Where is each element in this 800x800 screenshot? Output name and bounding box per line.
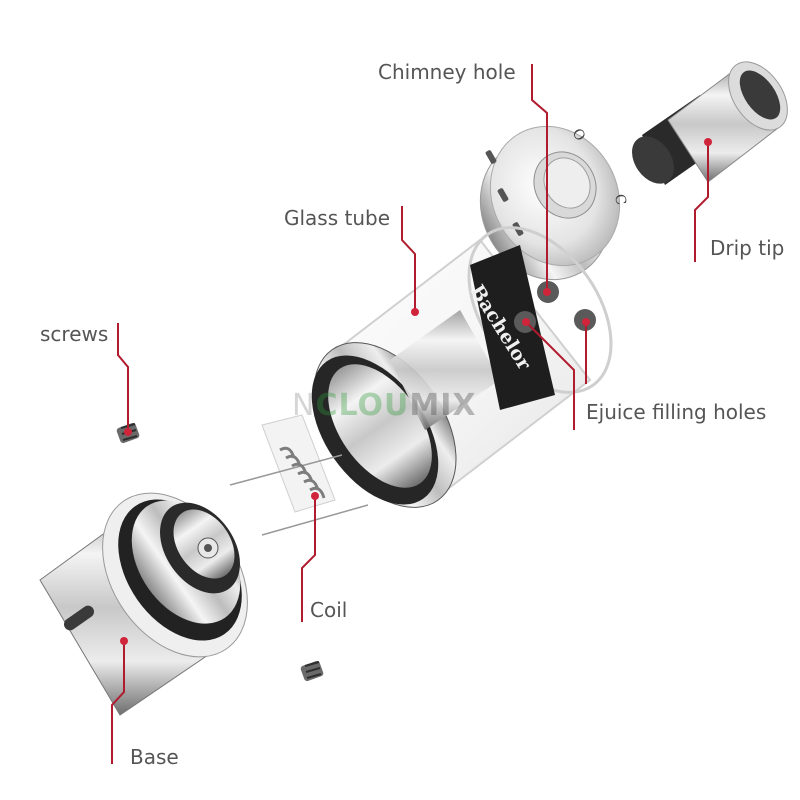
label-glass-tube: Glass tube <box>284 206 391 230</box>
base <box>39 492 248 716</box>
label-drip-tip: Drip tip <box>710 236 785 260</box>
pin-chimney-hole <box>543 288 551 296</box>
drip-tip <box>632 61 788 185</box>
watermark-part-a: CLOU <box>315 388 410 423</box>
label-chimney-hole: Chimney hole <box>378 60 516 84</box>
pin-drip-tip <box>704 138 712 146</box>
label-screws: screws <box>40 322 109 346</box>
leader-lines <box>111 64 709 764</box>
watermark-prefix: N <box>292 388 316 423</box>
airflow-slot <box>63 605 95 631</box>
label-ejuice-filling-holes: Ejuice filling holes <box>586 400 767 424</box>
pin-ejuice-hole-b <box>582 318 590 326</box>
label-base: Base <box>130 745 179 769</box>
pin-screws <box>124 428 132 436</box>
label-coil: Coil <box>310 598 348 622</box>
pin-base <box>120 637 128 645</box>
pin-coil <box>311 492 319 500</box>
pin-glass-tube <box>411 308 419 316</box>
pin-ejuice-hole-a <box>522 318 530 326</box>
black-ring <box>470 245 555 410</box>
screw-lower <box>300 660 324 682</box>
svg-text:C: C <box>611 193 629 206</box>
top-cap: O C <box>479 125 629 281</box>
glass-tube: Bachelor <box>311 226 613 508</box>
leader-pins <box>120 138 712 645</box>
watermark-part-b: MIX <box>409 388 477 423</box>
watermark: NCLOUMIX <box>292 388 477 423</box>
